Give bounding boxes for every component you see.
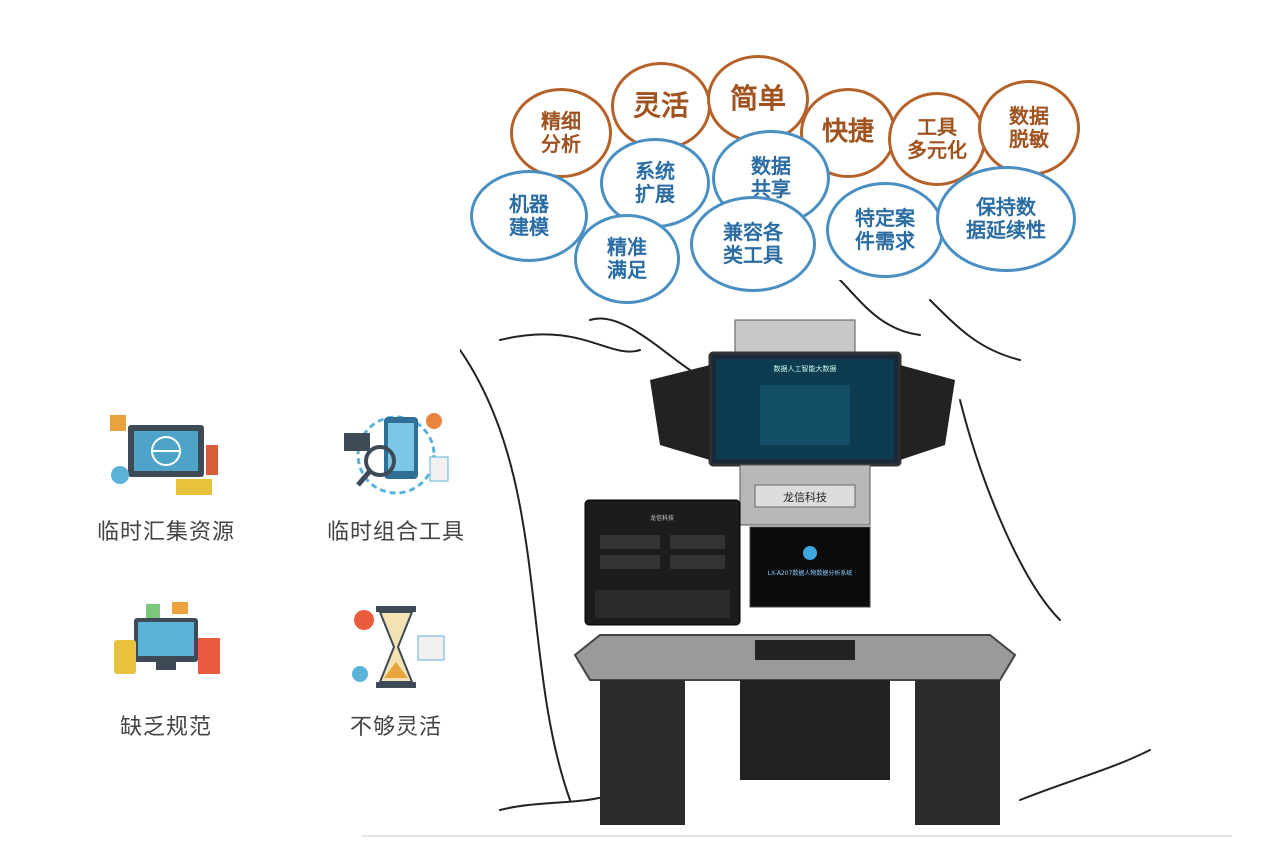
bubble-data-masking: 数据 脱敏 bbox=[978, 80, 1080, 176]
bottom-divider bbox=[362, 835, 1232, 837]
bubble-machine-modeling: 机器 建模 bbox=[470, 170, 588, 262]
feature-label: 不够灵活 bbox=[349, 715, 442, 740]
machine-screen-title: 数据人工智能大数据 bbox=[774, 364, 837, 373]
feature-label: 缺乏规范 bbox=[119, 715, 212, 740]
phone-magnifier-icon bbox=[336, 405, 456, 500]
bubble-simple: 简单 bbox=[707, 55, 809, 143]
feature-no-standard: 缺乏规范 bbox=[76, 600, 256, 741]
feature-label: 临时汇集资源 bbox=[96, 520, 235, 545]
machine-brand: 龙信科技 bbox=[783, 490, 827, 504]
analysis-workstation: 龙信科技 数据人工智能大数据 LX-A207数据人物数据分析系统 龙信科技 bbox=[573, 319, 1017, 825]
hourglass-icon bbox=[336, 600, 456, 695]
feature-label: 临时组合工具 bbox=[326, 520, 465, 545]
feature-temp-tools: 临时组合工具 bbox=[306, 405, 486, 546]
bubble-tool-diversity: 工具 多元化 bbox=[888, 92, 986, 186]
bubble-data-continuity: 保持数 据延续性 bbox=[936, 166, 1076, 272]
bubble-precise-fit: 精准 满足 bbox=[574, 214, 680, 304]
bubble-system-extension: 系统 扩展 bbox=[600, 138, 710, 228]
bubble-compatible-tools: 兼容各 类工具 bbox=[690, 196, 816, 292]
machine-monitor-text: LX-A207数据人物数据分析系统 bbox=[768, 569, 853, 577]
bubble-fine-analysis: 精细 分析 bbox=[510, 88, 612, 178]
globe-monitor-icon bbox=[106, 405, 226, 500]
bubble-case-needs: 特定案 件需求 bbox=[826, 182, 944, 278]
feature-not-flexible: 不够灵活 bbox=[306, 600, 486, 741]
feature-temp-resources: 临时汇集资源 bbox=[76, 405, 256, 546]
bubble-flexible: 灵活 bbox=[611, 62, 711, 150]
devices-icon bbox=[106, 600, 226, 695]
machine-case-label: 龙信科技 bbox=[650, 514, 674, 522]
